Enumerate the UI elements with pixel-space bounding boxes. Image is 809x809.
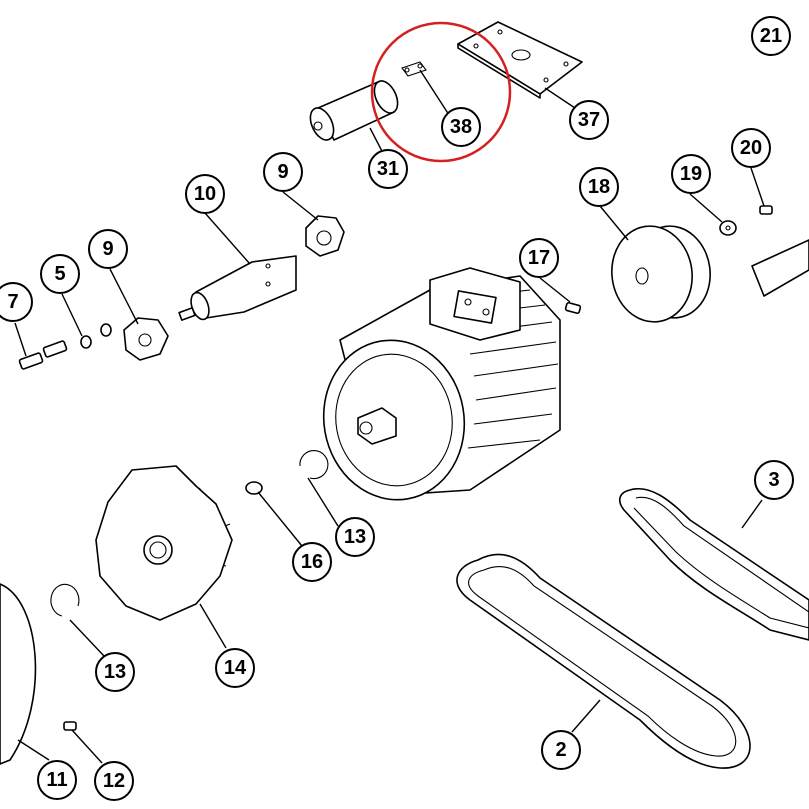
part-13-circlip-left <box>50 583 80 617</box>
svg-text:9: 9 <box>277 161 288 183</box>
part-9-left-nut <box>123 317 169 361</box>
part-12-screw <box>63 721 77 731</box>
callout-19: 19 <box>671 154 711 194</box>
svg-text:13: 13 <box>104 661 126 683</box>
callout-3: 3 <box>754 460 794 500</box>
callout-13-center: 13 <box>335 517 375 557</box>
part-13-circlip-center <box>299 450 329 480</box>
callout-17: 17 <box>519 238 559 278</box>
callout-5: 5 <box>40 254 80 294</box>
part-2-belt <box>456 553 751 769</box>
part-31-capacitor <box>309 80 399 141</box>
callout-10: 10 <box>185 174 225 214</box>
part-17-key <box>564 301 582 315</box>
svg-text:12: 12 <box>103 770 125 792</box>
svg-text:13: 13 <box>344 526 366 548</box>
part-20-bolt <box>759 205 773 215</box>
callout-16: 16 <box>292 542 332 582</box>
svg-text:20: 20 <box>740 137 762 159</box>
highlight-circle <box>370 21 512 163</box>
svg-text:3: 3 <box>768 469 779 491</box>
part-14-fan <box>95 465 233 621</box>
part-9-upper-nut <box>305 215 345 257</box>
svg-text:14: 14 <box>224 657 247 679</box>
part-19-washer <box>719 220 737 236</box>
svg-text:2: 2 <box>555 739 566 761</box>
callout-37: 37 <box>569 100 609 140</box>
svg-text:18: 18 <box>588 176 610 198</box>
svg-text:37: 37 <box>578 109 600 131</box>
svg-text:21: 21 <box>760 25 782 47</box>
callout-14: 14 <box>215 648 255 688</box>
callout-20: 20 <box>731 128 771 168</box>
callout-12: 12 <box>94 761 134 801</box>
callout-13-left: 13 <box>95 652 135 692</box>
part-21-bracket <box>751 239 809 297</box>
svg-text:17: 17 <box>528 247 550 269</box>
svg-text:10: 10 <box>194 183 216 205</box>
callout-18: 18 <box>579 167 619 207</box>
part-16-key <box>245 481 263 495</box>
svg-text:38: 38 <box>450 116 472 138</box>
part-18-pulley <box>611 225 711 323</box>
callout-11: 11 <box>37 760 77 800</box>
part-38-clip <box>401 61 427 77</box>
svg-text:5: 5 <box>54 263 65 285</box>
svg-text:31: 31 <box>377 158 399 180</box>
svg-text:11: 11 <box>46 769 67 791</box>
part-7-bolts <box>18 340 68 370</box>
callout-38: 38 <box>441 107 481 147</box>
callout-2: 2 <box>541 730 581 770</box>
callout-31: 31 <box>368 149 408 189</box>
svg-text:16: 16 <box>301 551 323 573</box>
part-19-hole <box>725 225 731 231</box>
svg-text:7: 7 <box>7 291 18 313</box>
callout-9-left: 9 <box>88 229 128 269</box>
part-11-cover <box>0 583 37 765</box>
part-5-washers <box>80 323 112 349</box>
callout-7: 7 <box>0 282 33 322</box>
svg-text:9: 9 <box>102 238 113 260</box>
svg-text:19: 19 <box>680 163 702 185</box>
callout-9-upper: 9 <box>263 152 303 192</box>
part-3-belt <box>618 487 809 641</box>
part-10-bracket <box>178 255 297 321</box>
motor-housing <box>322 267 561 501</box>
callout-21: 21 <box>751 16 791 56</box>
leader-lines <box>14 69 765 764</box>
part-37-plate <box>457 21 583 99</box>
